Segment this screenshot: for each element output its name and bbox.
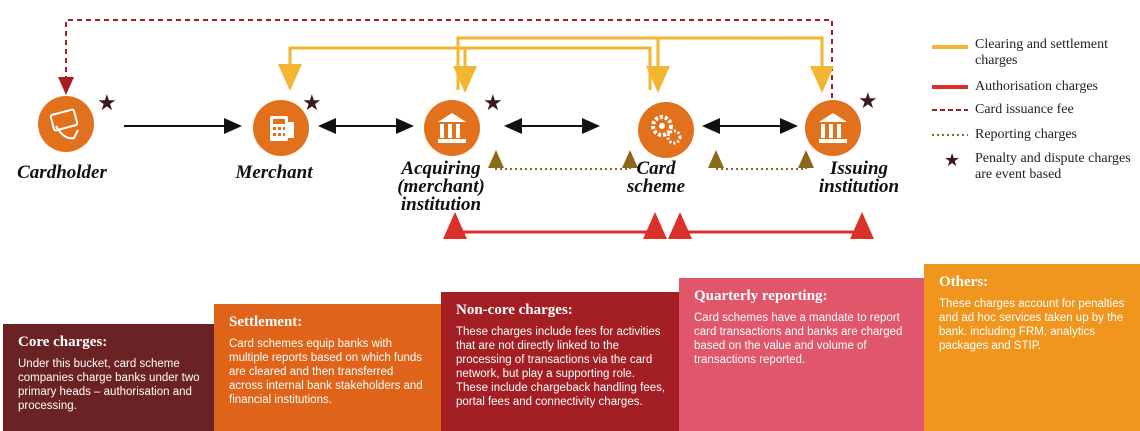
- node-issuing: Issuing institution: [818, 158, 900, 197]
- authorisation-flow-issuing: [668, 212, 874, 239]
- legend-clearing-label: Clearing and settlement charges: [975, 37, 1108, 68]
- box-non-core-charges: Non-core charges: These charges include …: [441, 292, 679, 431]
- bank-icon-issuing: [805, 100, 861, 156]
- penalty-star-icon: ★: [302, 90, 322, 115]
- box-text: Under this bucket, card scheme companies…: [18, 358, 200, 412]
- card-icon: [38, 96, 94, 152]
- clearing-flow-issuing: [456, 36, 834, 93]
- gears-icon: [638, 102, 694, 158]
- legend-issuance-label: Card issuance fee: [975, 102, 1074, 117]
- reporting-flow-issuing: [708, 150, 814, 170]
- node-card-scheme: Card scheme: [626, 158, 686, 197]
- box-title: Settlement:: [229, 314, 303, 330]
- card-issuance-flow: [58, 19, 833, 98]
- box-title: Core charges:: [18, 334, 108, 350]
- box-text: Card schemes equip banks with multiple r…: [229, 338, 423, 406]
- box-text: These charges include fees for activitie…: [456, 326, 666, 408]
- bank-icon-acquiring: [424, 100, 480, 156]
- penalty-star-icon: ★: [858, 88, 878, 113]
- box-core-charges: Core charges: Under this bucket, card sc…: [3, 324, 214, 431]
- box-quarterly-reporting: Quarterly reporting: Card schemes have a…: [679, 278, 924, 431]
- box-title: Quarterly reporting:: [694, 288, 828, 304]
- box-others: Others: These charges account for penalt…: [924, 264, 1140, 431]
- box-title: Others:: [939, 274, 989, 290]
- box-text: Card schemes have a mandate to report ca…: [694, 312, 903, 366]
- penalty-star-icon: ★: [483, 90, 503, 115]
- node-merchant: Merchant: [235, 162, 313, 183]
- legend-penalty-label: Penalty and dispute charges are event ba…: [975, 151, 1131, 182]
- authorisation-flow-acquiring: [443, 212, 667, 239]
- legend-reporting-label: Reporting charges: [975, 127, 1077, 142]
- box-text: These charges account for penalties and …: [939, 298, 1125, 352]
- penalty-star-icon: ★: [97, 90, 117, 115]
- node-cardholder: Cardholder: [17, 162, 107, 183]
- pos-terminal-icon: [253, 100, 309, 156]
- box-title: Non-core charges:: [456, 302, 573, 318]
- legend-authorisation-label: Authorisation charges: [975, 79, 1098, 94]
- box-settlement: Settlement: Card schemes equip banks wit…: [214, 304, 441, 431]
- clearing-flow-merchant: [278, 46, 652, 91]
- legend-star-symbol: ★: [944, 150, 960, 170]
- node-acquiring: Acquiring (merchant) institution: [397, 158, 485, 215]
